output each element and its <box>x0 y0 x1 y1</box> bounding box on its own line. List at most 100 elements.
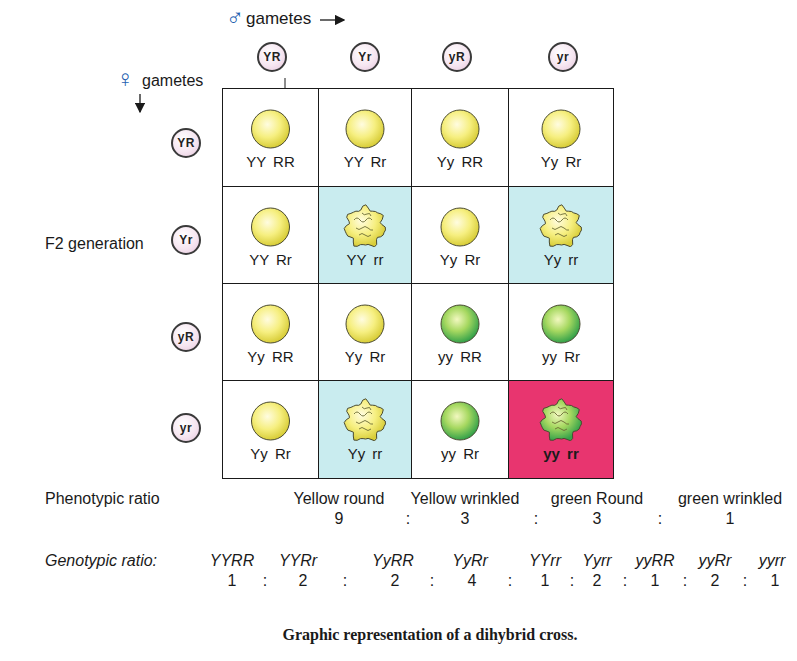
text-label: yyrr <box>759 552 786 570</box>
gamete-circle: yr <box>171 413 201 443</box>
text-label: : <box>623 572 627 590</box>
text-label: : <box>263 572 267 590</box>
genotype-label: yy rr <box>509 445 613 462</box>
punnett-cell: yy rr <box>508 380 614 479</box>
punnett-cell: YY Rr <box>318 88 412 187</box>
gamete-circle: yr <box>548 42 578 72</box>
text-label: 1 <box>541 572 550 590</box>
text-label: 3 <box>461 510 470 528</box>
genotype-label: Yy RR <box>412 153 508 170</box>
genotype-label: yy Rr <box>412 445 508 462</box>
punnett-cell: Yy Rr <box>222 380 319 479</box>
genotype-label: Yy Rr <box>509 153 613 170</box>
pea-drawing <box>223 381 320 441</box>
genotype-label: YY Rr <box>223 251 318 268</box>
text-label: Yyrr <box>582 552 611 570</box>
gamete-circle: yR <box>171 322 201 352</box>
round-pea <box>252 305 290 343</box>
wrinkle-line <box>354 218 372 222</box>
text-label: 2 <box>299 572 308 590</box>
pea-drawing <box>412 89 510 149</box>
sex-symbol: ♂ <box>226 4 244 30</box>
round-pea <box>542 110 580 148</box>
round-pea <box>252 208 290 246</box>
punnett-cell: Yy rr <box>508 186 614 284</box>
text-label: Yellow wrinkled <box>411 490 520 508</box>
wrinkle-line <box>359 428 371 431</box>
round-pea <box>252 402 290 440</box>
text-label: 9 <box>335 510 344 528</box>
round-pea <box>441 305 479 343</box>
text-label: : <box>743 572 747 590</box>
genotype-label: Yy Rr <box>412 251 508 268</box>
wrinkle-line <box>550 218 568 222</box>
text-label: : <box>534 510 538 528</box>
round-pea <box>542 305 580 343</box>
text-label: 3 <box>593 510 602 528</box>
text-label: 1 <box>771 572 780 590</box>
round-pea <box>346 305 384 343</box>
genotype-label: Yy Rr <box>223 445 318 462</box>
round-pea <box>252 110 290 148</box>
pea-drawing <box>319 381 413 441</box>
text-label: : <box>430 572 434 590</box>
wrinkle-line <box>552 421 569 425</box>
punnett-cell: YY RR <box>222 88 319 187</box>
gamete-label: YR <box>263 50 281 64</box>
genotype-label: Yy rr <box>319 445 411 462</box>
text-label: Genotypic ratio: <box>45 552 157 570</box>
pea-drawing <box>223 187 320 247</box>
punnett-cell: Yy Rr <box>411 186 509 284</box>
gamete-circle: yR <box>442 42 472 72</box>
text-label: yyRR <box>635 552 674 570</box>
text-label: green wrinkled <box>678 490 782 508</box>
text-label: YyRR <box>372 552 414 570</box>
pea-drawing <box>319 187 413 247</box>
pea-drawing <box>412 284 510 344</box>
text-label: YYRr <box>279 552 317 570</box>
gamete-circle: YR <box>257 42 287 72</box>
text-label: 1 <box>726 510 735 528</box>
wrinkled-pea <box>540 399 581 441</box>
text-label: 1 <box>228 572 237 590</box>
pea-drawing <box>319 89 413 149</box>
punnett-cell: yy Rr <box>508 283 614 381</box>
wrinkle-line <box>550 412 568 416</box>
text-label: Phenotypic ratio <box>45 490 160 508</box>
wrinkle-line <box>555 234 567 237</box>
pea-drawing <box>223 284 320 344</box>
wrinkle-line <box>552 227 569 231</box>
text-label: Yellow round <box>293 490 384 508</box>
text-label: YYrr <box>529 552 561 570</box>
genotype-label: YY rr <box>319 251 411 268</box>
punnett-cell: YY Rr <box>222 186 319 284</box>
genotype-label: Yy rr <box>509 251 613 268</box>
wrinkle-line <box>362 407 371 410</box>
gamete-label: yr <box>180 421 192 435</box>
wrinkle-line <box>558 213 567 216</box>
text-label: : <box>658 510 662 528</box>
genotype-label: YY RR <box>223 153 318 170</box>
text-label: : <box>570 572 574 590</box>
wrinkled-pea <box>540 205 581 247</box>
female-arrow <box>139 94 140 112</box>
punnett-cell: yy Rr <box>411 380 509 479</box>
pea-drawing <box>412 187 510 247</box>
punnett-cell: Yy RR <box>222 283 319 381</box>
round-pea <box>441 208 479 246</box>
genotype-label: YY Rr <box>319 153 411 170</box>
text-label: 2 <box>391 572 400 590</box>
wrinkle-line <box>356 421 373 425</box>
punnett-cell: Yy Rr <box>508 88 614 187</box>
gamete-label: YR <box>177 136 195 150</box>
wrinkle-line <box>356 227 373 231</box>
gamete-label: yr <box>557 50 569 64</box>
male-arrow <box>320 19 344 20</box>
pea-drawing <box>509 187 615 247</box>
pea-drawing <box>319 284 413 344</box>
punnett-cell: yy RR <box>411 283 509 381</box>
text-label: : <box>406 510 410 528</box>
gamete-label: Yr <box>179 233 193 247</box>
punnett-cell: Yy rr <box>318 380 412 479</box>
